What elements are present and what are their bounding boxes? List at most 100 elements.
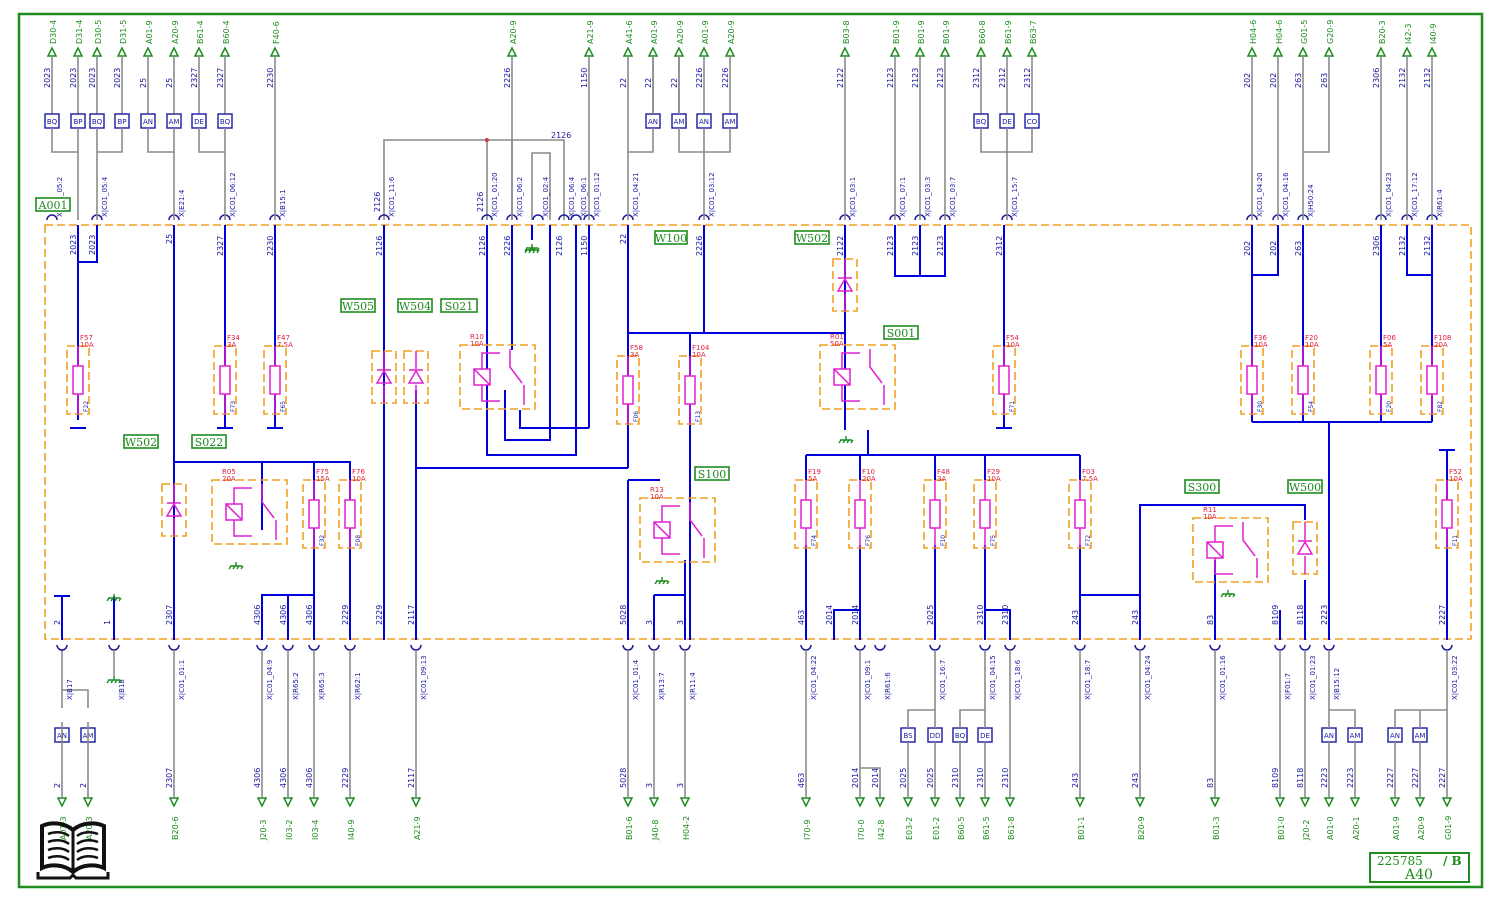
connector-label: X|B18 [118, 679, 126, 700]
relay-contact-icon [261, 484, 275, 519]
fuse-name: F58 [630, 344, 643, 352]
connector-label: X|C01_03:12 [708, 172, 716, 217]
terminal-arrow-icon [168, 797, 180, 808]
terminal-arrow-icon [142, 46, 154, 57]
wire [473, 368, 491, 386]
reference-tag-label: S022 [195, 436, 224, 449]
wire-number: 2117 [407, 768, 416, 788]
fuse-name: F36 [1254, 334, 1267, 342]
connector-label: X|C01_04:21 [632, 172, 640, 217]
fuse-id: F10 [940, 535, 947, 546]
connector-label: X|C01_06:4 [568, 176, 576, 217]
fuse-id: F13 [695, 411, 702, 422]
fuse-name: F19 [808, 468, 821, 476]
fuse-name: F75 [316, 468, 329, 476]
connector-pin-icon [1209, 644, 1221, 651]
reference-tag [694, 466, 730, 481]
fuse-rating: 15A [316, 475, 330, 483]
connector-pin-icon [874, 644, 886, 651]
wire-number: 22 [670, 78, 679, 88]
wire-number: 2126 [476, 192, 485, 212]
connector-pin-icon [378, 214, 390, 221]
terminal-label: B01-0 [1277, 816, 1286, 840]
fuse-icon [622, 375, 634, 405]
fuse-id: F06 [633, 411, 640, 422]
wire [1007, 128, 1033, 153]
fuse-rating: 10A [692, 351, 706, 359]
wire [704, 128, 731, 153]
terminal-label: A20-9 [171, 20, 180, 44]
terminal-label: A41-6 [625, 20, 634, 44]
connector-label: X|C01_04:16 [1282, 172, 1290, 217]
reference-tag [191, 434, 227, 449]
connector-pin-icon [46, 214, 58, 221]
reference-tag [883, 325, 919, 340]
connector-box-label: DD [930, 732, 941, 740]
terminal-arrow-icon [698, 46, 710, 57]
wire-number: 2226 [695, 68, 704, 88]
fuse-rating: 5A [808, 475, 817, 483]
wire [653, 521, 671, 539]
terminal-arrow-icon [1004, 797, 1016, 808]
terminal-arrow-icon [800, 797, 812, 808]
wire-number: 2227 [1386, 768, 1395, 788]
wire [1079, 545, 1140, 596]
reference-tag-label: S100 [698, 468, 727, 481]
connector-box-label: BQ [955, 732, 966, 740]
wire-number: 2227 [1438, 605, 1447, 625]
wire-number: 2312 [995, 236, 1004, 256]
terminal-label: B20-6 [171, 816, 180, 840]
connector-pin-icon [854, 644, 866, 651]
terminal-label: I03-4 [311, 819, 320, 840]
wire-number: 8118 [1296, 768, 1305, 788]
terminal-label: B61-4 [196, 20, 205, 44]
relay-housing [211, 479, 288, 545]
terminal-label: B01-9 [942, 20, 951, 44]
connector-pin-icon [648, 644, 660, 651]
wire [1328, 650, 1356, 728]
wire-number: 2025 [926, 605, 935, 625]
connector-label: X|C01_04:15 [989, 655, 997, 700]
terminal-arrow-icon [673, 46, 685, 57]
terminal-arrow-icon [308, 797, 320, 808]
wire [1406, 225, 1433, 276]
connector-label: X|C01_05:2 [56, 177, 64, 217]
connector-box-label: DE [1002, 118, 1012, 126]
connector-label: X|C01_06:2 [516, 177, 524, 217]
wire-number: 202 [1243, 241, 1252, 256]
terminal-arrow-icon [1001, 46, 1013, 57]
connector-label: X|H50:24 [1307, 184, 1315, 217]
connector-pin-icon [679, 644, 691, 651]
terminal-arrow-icon [1274, 797, 1286, 808]
wire-number: 2132 [1398, 236, 1407, 256]
connector-box-label: BP [117, 118, 126, 126]
wire [62, 689, 89, 708]
ground-icon [654, 577, 670, 585]
fuse-id: F75 [990, 535, 997, 546]
fuse-rating: 10A [1006, 341, 1020, 349]
terminal-label: H04-2 [682, 816, 691, 840]
terminal-arrow-icon [91, 46, 103, 57]
terminal-label: A01-3 [59, 816, 68, 840]
reference-tag-label: W502 [125, 436, 157, 449]
relay-rating: 10A [470, 340, 484, 348]
terminal-label: A01-0 [1326, 816, 1335, 840]
wire [174, 461, 351, 640]
wire-number: 3 [676, 783, 685, 788]
connector-box-label: AM [1415, 732, 1426, 740]
terminal-label: G20-9 [1326, 20, 1335, 44]
terminal-arrow-icon [1026, 46, 1038, 57]
relay-rating: 50A [830, 340, 844, 348]
terminal-arrow-icon [1246, 46, 1258, 57]
relay-housing [639, 497, 716, 563]
wire-number: 263 [1320, 73, 1329, 88]
wire-number: 2023 [88, 68, 97, 88]
reference-tag [794, 230, 830, 245]
connector-box-label: BP [73, 118, 82, 126]
terminal-arrow-icon [72, 46, 84, 57]
relay-housing [819, 344, 896, 410]
connector-label: X|R11:4 [689, 672, 697, 700]
wire-number: 2226 [695, 236, 704, 256]
ground-icon [106, 676, 122, 684]
wire [627, 56, 654, 153]
